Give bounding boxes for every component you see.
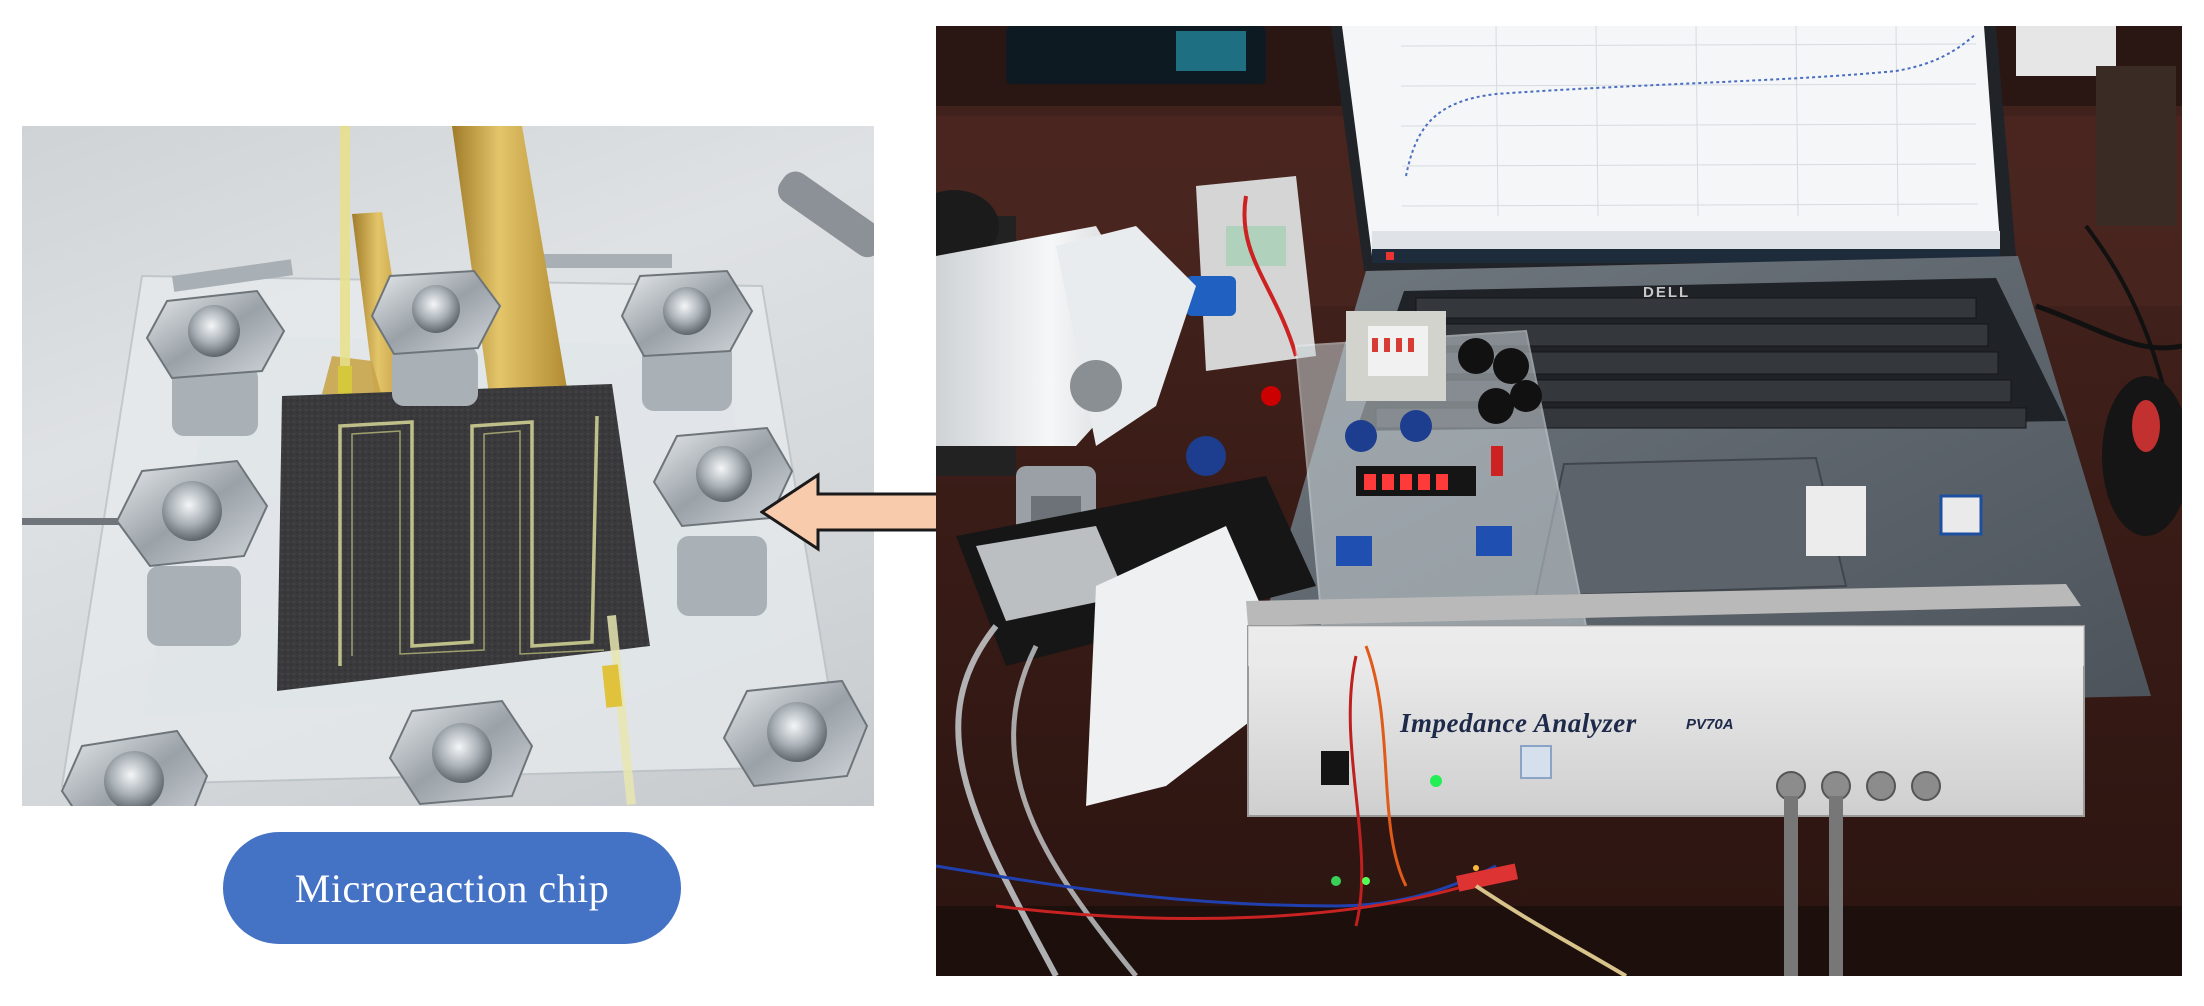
bolt-mid-right [652,426,794,616]
bolt-bottom-left [60,729,209,806]
bolt-top-left [145,289,286,436]
measurement-setup-photo: DELL Impedance Analyzer PV70A [936,26,2182,976]
setup-photo-drawing [936,26,2182,976]
bolt-mid-left [115,459,269,646]
laptop-brand-text: DELL [1643,284,1691,301]
bolt-bottom-center [388,699,534,806]
bolt-top-center [370,269,502,406]
microreaction-chip-photo [22,126,874,806]
impedance-analyzer-title: Impedance Analyzer [1400,708,1637,738]
bolt-bottom-right [722,679,869,788]
microreaction-chip-label: Microreaction chip [223,832,681,944]
chip-photo-drawing [22,126,874,806]
impedance-analyzer-model: PV70A [1686,716,1734,733]
chip-label-text: Microreaction chip [294,865,610,911]
bolt-top-right [620,269,754,411]
left-arrow-icon [760,472,965,552]
